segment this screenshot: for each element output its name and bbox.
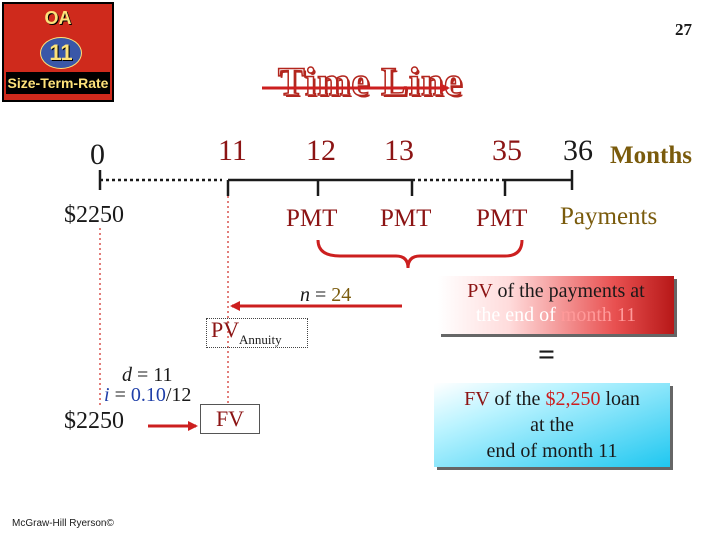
payments-brace	[316, 239, 524, 269]
payment-label-13: PMT	[380, 205, 432, 232]
fv-label: FV	[200, 404, 260, 434]
fv-box-line3: end of month 11	[486, 440, 618, 462]
i-variable: i	[104, 384, 110, 406]
slide-title: Time Line	[277, 58, 463, 105]
i-equals: =	[109, 384, 131, 406]
time-unit-label: Months	[610, 142, 692, 169]
i-rate-rest: /12	[165, 384, 192, 406]
equals-sign: =	[538, 338, 556, 371]
payment-label-36: PMT	[476, 205, 528, 232]
present-amount-label: $2250	[64, 202, 124, 228]
d-value: = 11	[132, 364, 173, 386]
pv-annuity-main: PV	[211, 317, 240, 342]
loan-amount-label: $2250	[64, 408, 124, 434]
n-equals: =	[310, 284, 332, 306]
pv-explanation-box: PV of the payments at the end of month 1…	[438, 276, 674, 334]
fv-explanation-box: FV of the $2,250 loan at the end of mont…	[434, 383, 670, 467]
course-logo: OA 11 Size-Term-Rate	[2, 2, 114, 102]
payments-label: Payments	[560, 203, 658, 230]
fv-box-fv: FV	[464, 388, 490, 410]
pv-annuity-box: PV Annuity	[206, 317, 308, 348]
time-label-11: 11	[218, 134, 247, 167]
pv-box-text1: of the payments at	[492, 280, 645, 302]
fv-box-line2: at the	[530, 414, 574, 436]
d-variable: d	[122, 364, 132, 386]
page-number: 27	[675, 20, 692, 39]
pv-box-text2: the end of	[475, 304, 561, 326]
logo-chapter-number: 11	[40, 37, 82, 69]
n-equation: n = 24	[300, 284, 351, 307]
pv-box-pv: PV	[467, 280, 493, 302]
time-label-12: 12	[306, 134, 336, 167]
payment-label-12: PMT	[286, 205, 338, 232]
logo-top-text: OA	[44, 8, 72, 28]
d-equation: d = 11	[122, 364, 173, 387]
fv-box-amount: $2,250	[545, 388, 601, 410]
time-label-13: 13	[384, 134, 414, 167]
fv-box-loan: loan	[600, 388, 640, 410]
pv-annuity-subscript: Annuity	[239, 332, 282, 347]
copyright-notice: McGraw-Hill Ryerson©	[12, 518, 114, 529]
time-label-36: 36	[563, 134, 593, 167]
time-label-0: 0	[90, 138, 105, 171]
logo-subtitle: Size-Term-Rate	[6, 72, 110, 94]
n-value: 24	[331, 284, 352, 306]
i-equation: i = 0.10/12	[104, 384, 191, 407]
fv-box-of: of the	[489, 388, 546, 410]
i-rate: 0.10	[130, 384, 166, 406]
n-variable: n	[300, 284, 310, 306]
time-label-35: 35	[492, 134, 522, 167]
pv-box-month: month 11	[560, 304, 637, 326]
